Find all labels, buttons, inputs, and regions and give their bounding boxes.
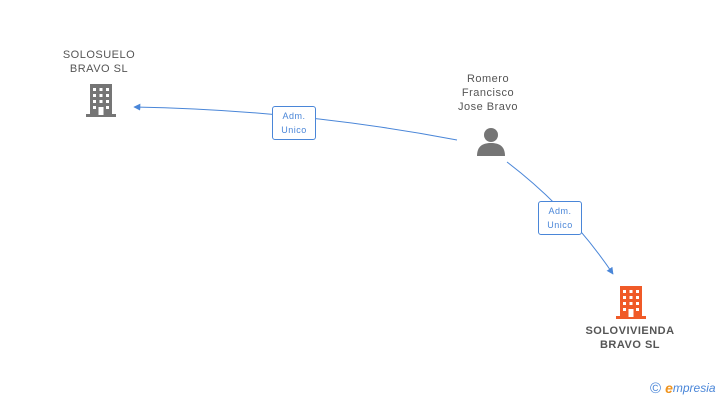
node-label-solovivienda: SOLOVIVIENDA BRAVO SL [570, 324, 690, 352]
edge-label-line: Adm. [548, 206, 572, 216]
node-label-line: Romero [466, 73, 510, 85]
person-icon[interactable] [475, 126, 507, 158]
node-label-line: BRAVO SL [599, 339, 661, 351]
node-label-line: SOLOVIVIENDA [585, 325, 675, 337]
copyright-icon: © [650, 379, 662, 397]
building-icon[interactable] [614, 284, 648, 320]
node-label-line: BRAVO SL [69, 63, 129, 75]
edge-label-line: Adm. [282, 111, 306, 121]
edge-label-solosuelo[interactable]: Adm. Unico [272, 106, 316, 140]
brand-e: e [665, 380, 673, 396]
node-label-solosuelo: SOLOSUELO BRAVO SL [40, 48, 158, 76]
edge-label-solovivienda[interactable]: Adm. Unico [538, 201, 582, 235]
node-label-line: SOLOSUELO [62, 49, 136, 61]
node-label-line: Jose Bravo [457, 101, 519, 113]
edge-label-line: Unico [547, 220, 573, 230]
edge-label-line: Unico [281, 125, 307, 135]
node-label-line: Francisco [461, 87, 515, 99]
building-icon[interactable] [84, 82, 118, 118]
brand-rest: mpresia [672, 381, 716, 395]
node-label-romero: Romero Francisco Jose Bravo [438, 72, 538, 114]
